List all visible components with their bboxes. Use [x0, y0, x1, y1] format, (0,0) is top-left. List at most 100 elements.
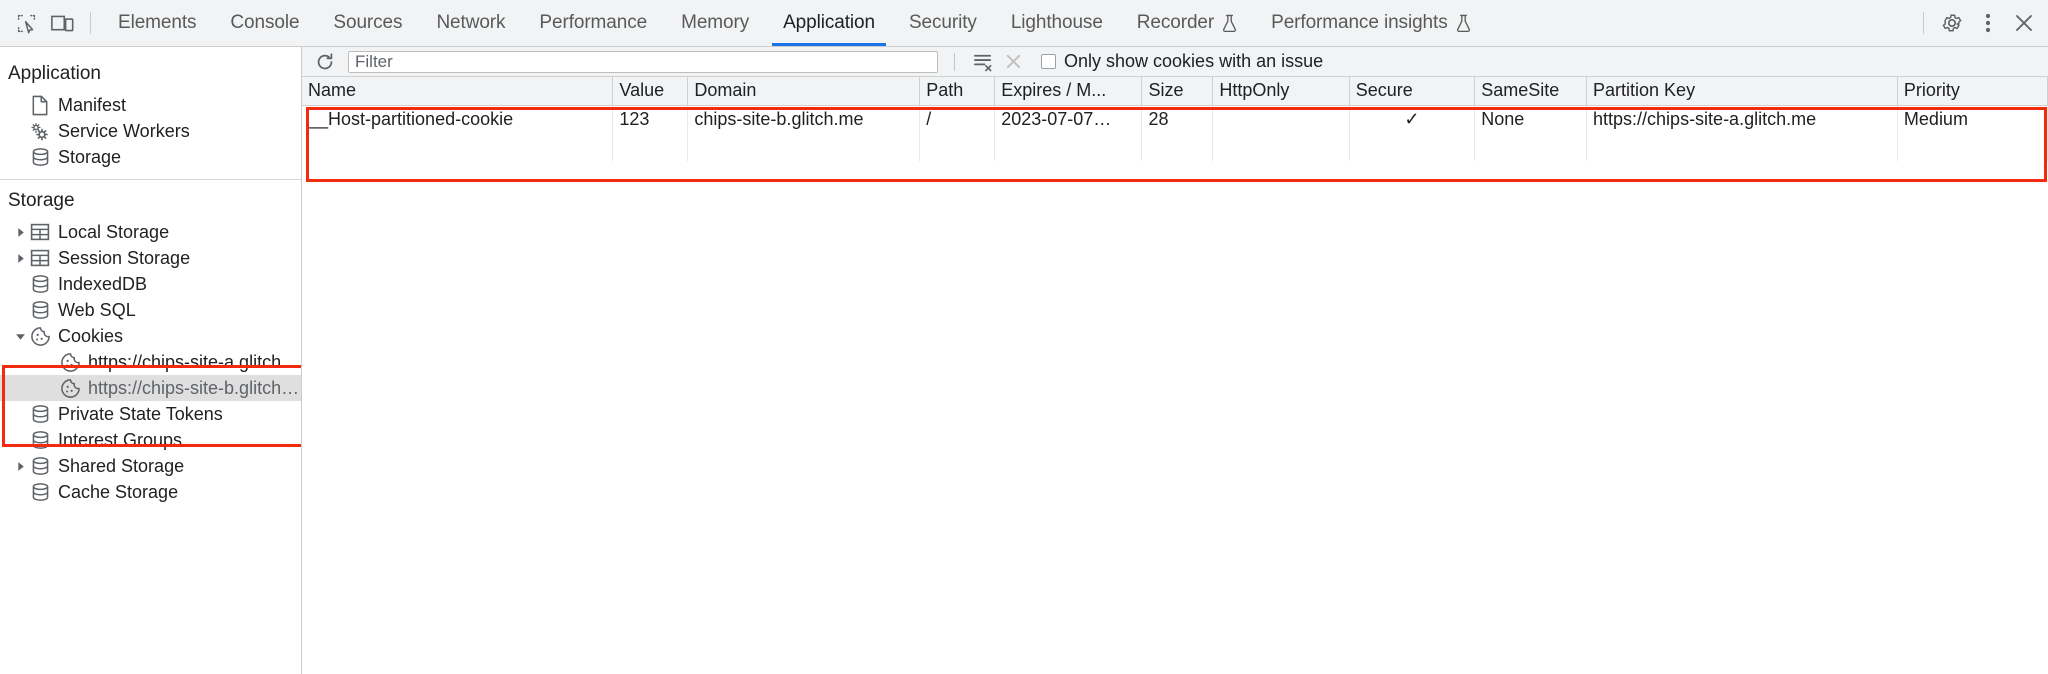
database-icon	[28, 482, 52, 502]
gears-icon	[28, 121, 52, 142]
tabbar-right-controls	[1913, 5, 2042, 41]
cell-path: /	[919, 105, 996, 133]
inspect-element-icon[interactable]	[8, 5, 44, 41]
filter-input[interactable]: Filter	[348, 50, 938, 73]
clear-all-cookies-icon[interactable]	[971, 50, 995, 74]
experiment-flask-icon	[1456, 14, 1471, 33]
cell-size: 28	[1141, 105, 1214, 133]
tab-performance-insights[interactable]: Performance insights	[1254, 0, 1487, 46]
sidebar-item-private-state-tokens[interactable]: Private State Tokens	[0, 401, 301, 427]
filler-cell	[1141, 133, 1214, 161]
sidebar-item-service-workers[interactable]: Service Workers	[0, 118, 301, 144]
database-icon	[28, 404, 52, 424]
tab-recorder[interactable]: Recorder	[1120, 0, 1254, 46]
chevron-right-icon[interactable]	[12, 227, 28, 238]
filler-cell	[687, 133, 921, 161]
cookie-icon	[28, 326, 52, 347]
only-show-issues-checkbox[interactable]: Only show cookies with an issue	[1041, 51, 1323, 72]
filler-cell	[1212, 133, 1350, 161]
cell-domain: chips-site-b.glitch.me	[687, 105, 921, 133]
sidebar-item-manifest[interactable]: Manifest	[0, 92, 301, 118]
cell-value: 123	[612, 105, 689, 133]
tab-network[interactable]: Network	[419, 0, 522, 46]
chevron-down-icon[interactable]	[12, 331, 28, 342]
sidebar-item-web-sql[interactable]: Web SQL	[0, 297, 301, 323]
column-header-name[interactable]: Name	[302, 77, 614, 106]
refresh-icon[interactable]	[312, 49, 338, 75]
chevron-right-icon[interactable]	[12, 253, 28, 264]
table-icon	[28, 222, 52, 242]
sidebar-item-storage[interactable]: Storage	[0, 144, 301, 170]
device-toolbar-icon[interactable]	[44, 5, 80, 41]
toolbar-divider-right	[1923, 12, 1924, 34]
database-icon	[28, 430, 52, 450]
sidebar-item-https-chips-site-b-glitch-me[interactable]: https://chips-site-b.glitch.me	[0, 375, 301, 401]
database-icon	[28, 456, 52, 476]
close-icon[interactable]	[2006, 5, 2042, 41]
tab-label: Application	[783, 12, 875, 33]
tab-sources[interactable]: Sources	[316, 0, 419, 46]
tree-item-label: https://chips-site-a.glitch.me	[88, 351, 301, 372]
filler-cell	[919, 133, 996, 161]
filler-cell	[1474, 133, 1588, 161]
sidebar-item-local-storage[interactable]: Local Storage	[0, 219, 301, 245]
column-header-samesite[interactable]: SameSite	[1474, 77, 1588, 106]
sidebar-item-indexeddb[interactable]: IndexedDB	[0, 271, 301, 297]
tab-memory[interactable]: Memory	[664, 0, 766, 46]
column-header-value[interactable]: Value	[612, 77, 689, 106]
toolbar-divider	[90, 12, 91, 34]
database-icon	[28, 300, 52, 320]
tab-application[interactable]: Application	[766, 0, 892, 46]
sidebar-item-https-chips-site-a-glitch-me[interactable]: https://chips-site-a.glitch.me	[0, 349, 301, 375]
more-options-icon[interactable]	[1970, 5, 2006, 41]
tab-elements[interactable]: Elements	[101, 0, 213, 46]
tab-security[interactable]: Security	[892, 0, 994, 46]
column-header-priority[interactable]: Priority	[1897, 77, 2048, 106]
filler-cell	[1897, 133, 2048, 161]
tab-label: Elements	[118, 12, 197, 33]
sidebar-item-cache-storage[interactable]: Cache Storage	[0, 479, 301, 505]
sidebar-item-session-storage[interactable]: Session Storage	[0, 245, 301, 271]
column-header-expires-m[interactable]: Expires / M...	[994, 77, 1143, 106]
cell-same-site: None	[1474, 105, 1588, 133]
sidebar-item-cookies[interactable]: Cookies	[0, 323, 301, 349]
sidebar-section-application: Application	[8, 63, 101, 84]
tree-item-label: Service Workers	[58, 120, 190, 141]
sidebar-divider	[0, 179, 301, 180]
sidebar-item-interest-groups[interactable]: Interest Groups	[0, 427, 301, 453]
chevron-right-icon[interactable]	[12, 461, 28, 472]
cookies-panel: Filter Only show cookies with an	[302, 47, 2048, 674]
clear-filtered-cookies-icon[interactable]	[1001, 50, 1025, 74]
document-icon	[28, 95, 52, 116]
column-header-httponly[interactable]: HttpOnly	[1212, 77, 1350, 106]
tree-item-label: https://chips-site-b.glitch.me	[88, 377, 301, 398]
tree-item-label: Local Storage	[58, 221, 170, 242]
checkbox-box[interactable]	[1041, 54, 1056, 69]
tree-item-label: Storage	[58, 146, 122, 167]
column-header-domain[interactable]: Domain	[687, 77, 921, 106]
cookies-toolbar: Filter Only show cookies with an	[302, 47, 2048, 77]
tab-label: Performance insights	[1271, 12, 1448, 33]
tab-console[interactable]: Console	[213, 0, 316, 46]
column-header-partition-key[interactable]: Partition Key	[1586, 77, 1898, 106]
tab-label: Security	[908, 12, 977, 33]
tree-item-label: Shared Storage	[58, 455, 185, 476]
tab-performance[interactable]: Performance	[522, 0, 664, 46]
tree-item-label: Private State Tokens	[58, 403, 223, 424]
column-header-path[interactable]: Path	[919, 77, 996, 106]
column-header-size[interactable]: Size	[1141, 77, 1214, 106]
gear-icon[interactable]	[1934, 5, 1970, 41]
tab-label: Lighthouse	[1010, 12, 1103, 33]
database-icon	[28, 147, 52, 167]
tab-label: Memory	[681, 12, 750, 33]
sidebar-item-shared-storage[interactable]: Shared Storage	[0, 453, 301, 479]
column-header-secure[interactable]: Secure	[1349, 77, 1476, 106]
tab-lighthouse[interactable]: Lighthouse	[994, 0, 1120, 46]
